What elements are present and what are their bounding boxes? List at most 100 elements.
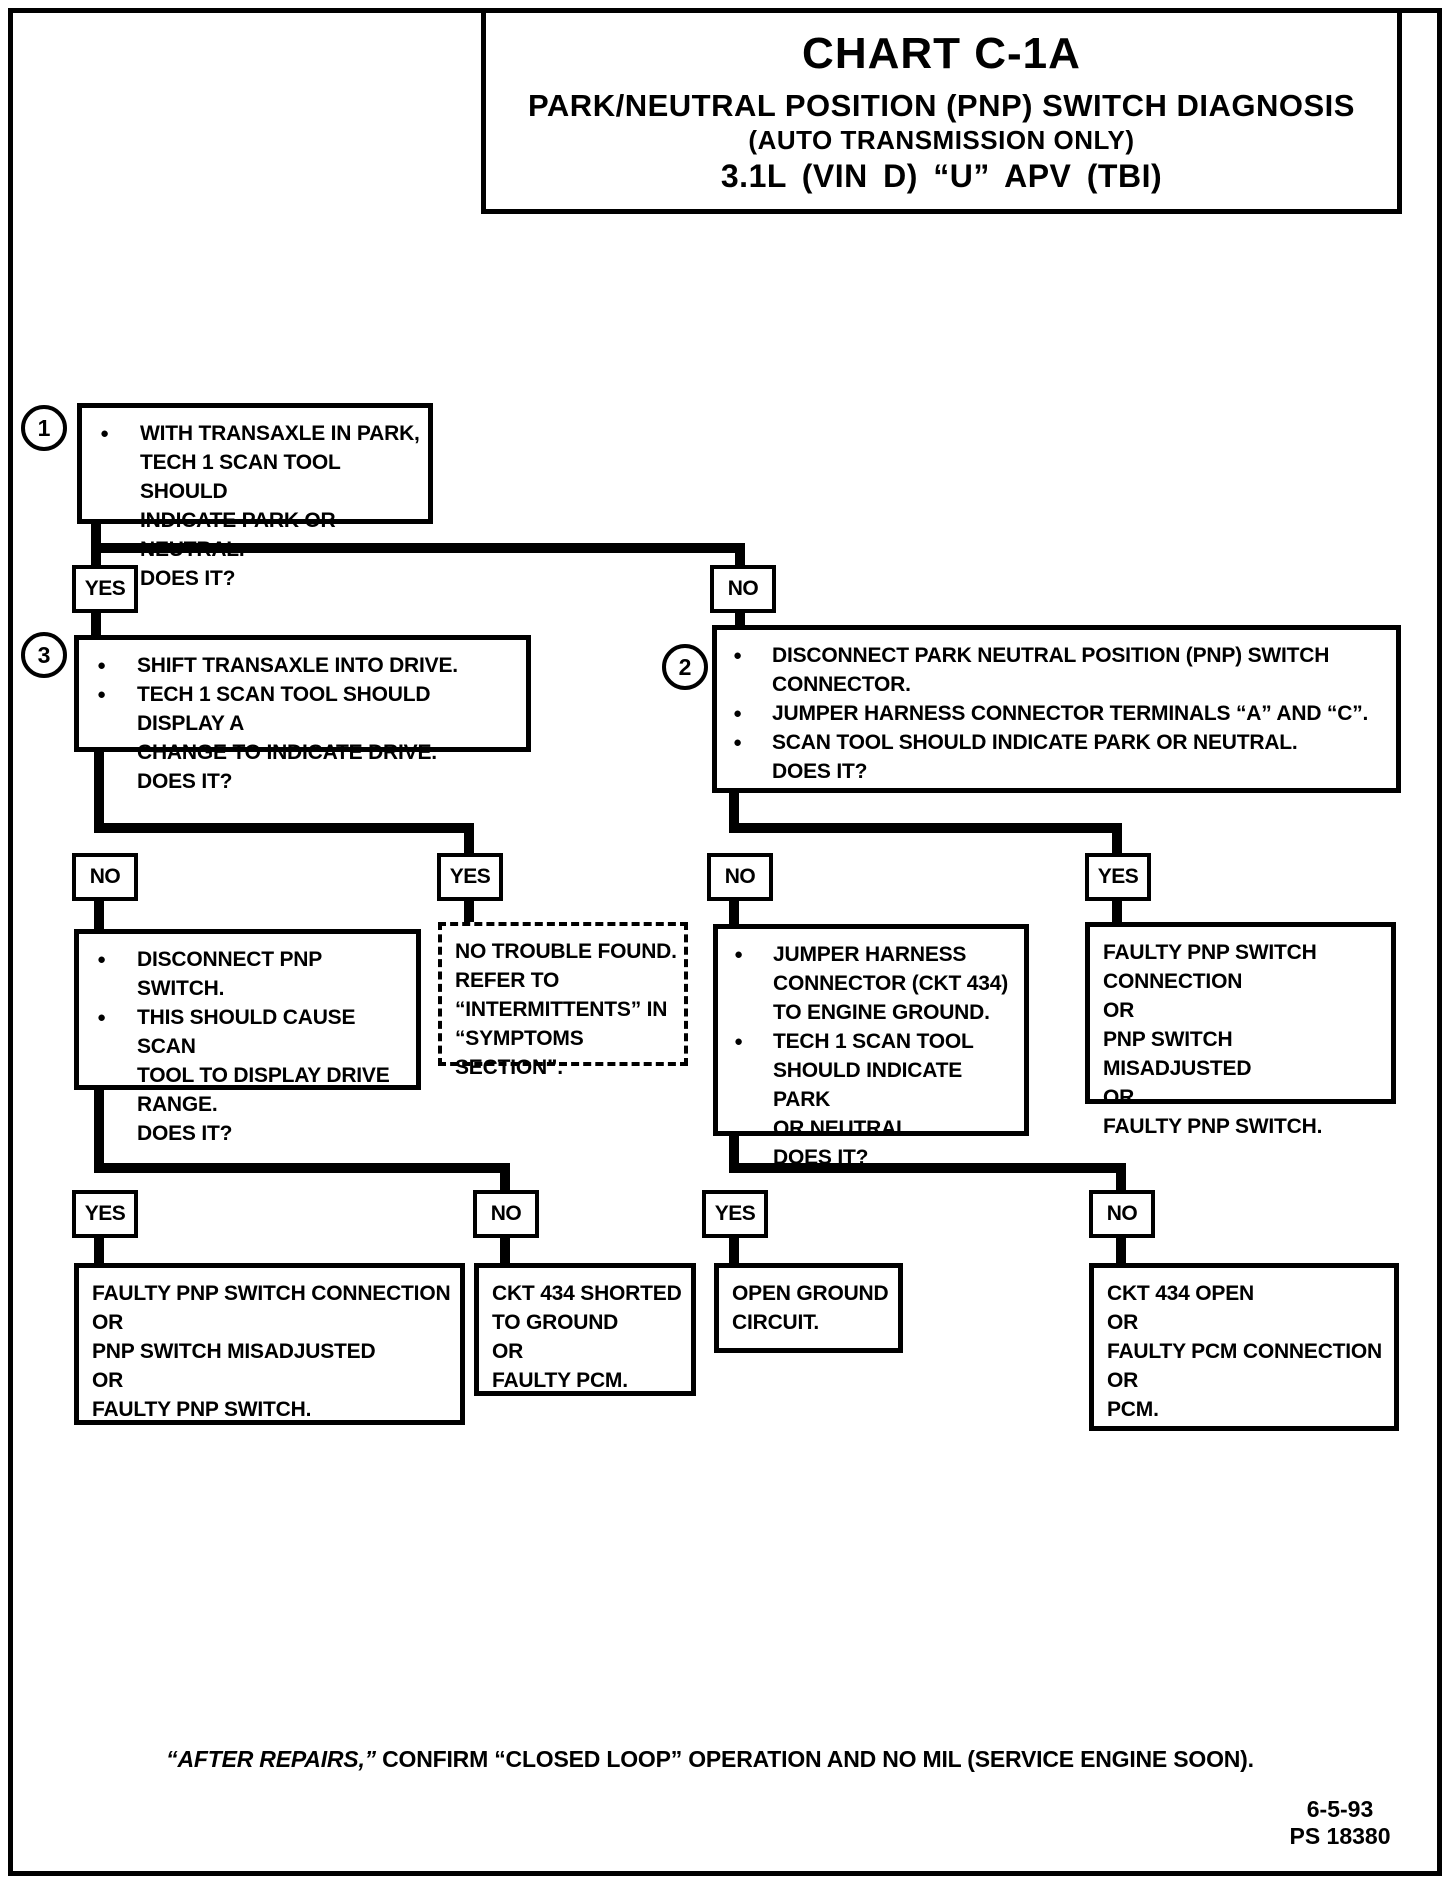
after-repairs-note-rest: CONFIRM “CLOSED LOOP” OPERATION AND NO M… <box>375 1746 1254 1772</box>
step3-line: TECH 1 SCAN TOOL SHOULD DISPLAY A <box>137 683 431 735</box>
decision-label-yes-4: YES <box>72 1190 138 1238</box>
title-box: CHART C-1A PARK/NEUTRAL POSITION (PNP) S… <box>481 8 1402 214</box>
jumper-ground-line: JUMPER HARNESS <box>773 943 967 966</box>
bullet-icon: ● <box>734 1033 743 1050</box>
jumper-ground-line: CONNECTOR (CKT 434) <box>773 972 1009 995</box>
connector-l2l-yes-stub <box>464 899 474 924</box>
connector-l3l-horizontal <box>94 1163 510 1173</box>
ckt434-open-box: CKT 434 OPEN OR FAULTY PCM CONNECTION OR… <box>1089 1263 1399 1431</box>
document-id-block: 6-5-93 PS 18380 <box>1270 1796 1410 1850</box>
ckt434-open-line: PCM. <box>1107 1398 1159 1421</box>
document-date: 6-5-93 <box>1306 1796 1374 1822</box>
step1-line: INDICATE PARK OR NEUTRAL. <box>140 509 336 561</box>
decision-label-no-1: NO <box>710 565 776 613</box>
faulty-pnp-left-line: OR <box>92 1369 124 1392</box>
connector-l1-drop-right <box>735 543 745 567</box>
faulty-pnp-left-line: PNP SWITCH MISADJUSTED <box>92 1340 376 1363</box>
step1-line: WITH TRANSAXLE IN PARK, <box>140 422 420 445</box>
connector-l3r-horizontal <box>729 1163 1126 1173</box>
no-trouble-line: SECTION”. <box>455 1056 563 1079</box>
decision-label-yes-1: YES <box>72 565 138 613</box>
bullet-icon: ● <box>733 647 742 664</box>
bullet-icon: ● <box>733 705 742 722</box>
connector-l2r-yes-stub <box>1112 899 1122 924</box>
step1-line: DOES IT? <box>140 567 236 590</box>
faulty-pnp-left-line: OR <box>92 1311 124 1334</box>
step2-line: DISCONNECT PARK NEUTRAL POSITION (PNP) S… <box>772 644 1330 667</box>
faulty-pnp-right-line: OR <box>1103 1086 1135 1109</box>
connector-l3r-yes-stub <box>729 1236 739 1265</box>
bullet-icon: ● <box>734 946 743 963</box>
document-number: PS 18380 <box>1289 1823 1391 1849</box>
disconnect-pnp-line: DOES IT? <box>137 1122 233 1145</box>
connector-l2l-no-stub <box>94 899 104 931</box>
faulty-pnp-right-box: FAULTY PNP SWITCH CONNECTION OR PNP SWIT… <box>1085 922 1396 1138</box>
open-ground-line: OPEN GROUND <box>732 1282 889 1305</box>
disconnect-pnp-line: DISCONNECT PNP SWITCH. <box>137 948 322 1000</box>
ckt434-shorted-box: CKT 434 SHORTED TO GROUND OR FAULTY PCM. <box>474 1263 696 1396</box>
connector-l3r-drop <box>729 1132 739 1172</box>
connector-l1-horizontal <box>91 543 745 553</box>
decision-label-no-3: NO <box>707 853 773 901</box>
connector-l2r-horizontal <box>729 823 1122 833</box>
bullet-icon: ● <box>100 425 109 442</box>
connector-l3l-drop-right <box>500 1163 510 1192</box>
connector-l2r-drop-right <box>1112 823 1122 855</box>
chart-title: CHART C-1A <box>802 29 1081 78</box>
step3-box: ● SHIFT TRANSAXLE INTO DRIVE. ● TECH 1 SCA… <box>74 635 531 793</box>
ckt434-open-line: CKT 434 OPEN <box>1107 1282 1254 1305</box>
decision-label-no-5: NO <box>1089 1190 1155 1238</box>
step-badge-1: 1 <box>21 405 67 451</box>
chart-engine-line: 3.1L (VIN D) “U” APV (TBI) <box>720 158 1163 194</box>
ckt434-shorted-line: FAULTY PCM. <box>492 1369 628 1392</box>
no-trouble-line: “INTERMITTENTS” IN <box>455 998 668 1021</box>
decision-label-no-4: NO <box>473 1190 539 1238</box>
step2-box: ● DISCONNECT PARK NEUTRAL POSITION (PNP) … <box>712 625 1401 793</box>
connector-l1-no-stub <box>735 611 745 627</box>
bullet-icon: ● <box>97 686 106 703</box>
jumper-ground-line: SHOULD INDICATE PARK <box>773 1059 963 1111</box>
connector-l1-drop-left <box>91 518 101 567</box>
bullet-icon: ● <box>733 734 742 751</box>
after-repairs-note: “AFTER REPAIRS,” CONFIRM “CLOSED LOOP” O… <box>70 1746 1350 1773</box>
decision-label-yes-2: YES <box>437 853 503 901</box>
step-badge-3: 3 <box>21 632 67 678</box>
bullet-icon: ● <box>97 657 106 674</box>
faulty-pnp-right-line: OR <box>1103 999 1135 1022</box>
decision-label-yes-5: YES <box>702 1190 768 1238</box>
step3-line: DOES IT? <box>137 770 233 793</box>
step1-line: TECH 1 SCAN TOOL SHOULD <box>140 451 341 503</box>
connector-l1-yes-stub <box>91 611 101 637</box>
jumper-ground-box: ●JUMPER HARNESS CONNECTOR (CKT 434) TO E… <box>713 924 1029 1169</box>
faulty-pnp-right-line: PNP SWITCH MISADJUSTED <box>1103 1028 1252 1080</box>
decision-label-no-2: NO <box>72 853 138 901</box>
jumper-ground-line: DOES IT? <box>773 1146 869 1169</box>
disconnect-pnp-line: THIS SHOULD CAUSE SCAN <box>137 1006 356 1058</box>
jumper-ground-line: OR NEUTRAL. <box>773 1117 915 1140</box>
step2-line: DOES IT? <box>772 760 868 783</box>
connector-l3r-no-stub <box>1116 1236 1126 1265</box>
after-repairs-note-italic: “AFTER REPAIRS,” <box>166 1746 376 1772</box>
connector-l3l-no-stub <box>500 1236 510 1265</box>
no-trouble-line: “SYMPTOMS <box>455 1027 584 1050</box>
connector-l3l-drop <box>94 1086 104 1172</box>
open-ground-line: CIRCUIT. <box>732 1311 820 1334</box>
no-trouble-found-box: NO TROUBLE FOUND. REFER TO “INTERMITTENT… <box>438 922 688 1079</box>
ckt434-shorted-line: CKT 434 SHORTED <box>492 1282 682 1305</box>
bullet-icon: ● <box>97 1009 106 1026</box>
faulty-pnp-right-line: CONNECTION <box>1103 970 1243 993</box>
ckt434-shorted-line: TO GROUND <box>492 1311 619 1334</box>
step3-line: SHIFT TRANSAXLE INTO DRIVE. <box>137 654 458 677</box>
disconnect-pnp-line: TOOL TO DISPLAY DRIVE <box>137 1064 390 1087</box>
decision-label-yes-3: YES <box>1085 853 1151 901</box>
step2-line: CONNECTOR. <box>772 673 911 696</box>
no-trouble-line: REFER TO <box>455 969 560 992</box>
faulty-pnp-left-box: FAULTY PNP SWITCH CONNECTION OR PNP SWIT… <box>74 1263 465 1425</box>
faulty-pnp-right-line: FAULTY PNP SWITCH <box>1103 941 1317 964</box>
faulty-pnp-left-line: FAULTY PNP SWITCH. <box>92 1398 312 1421</box>
step-badge-2: 2 <box>662 644 708 690</box>
chart-subtitle2: (AUTO TRANSMISSION ONLY) <box>748 125 1135 155</box>
open-ground-box: OPEN GROUND CIRCUIT. <box>714 1263 903 1353</box>
no-trouble-line: NO TROUBLE FOUND. <box>455 940 677 963</box>
